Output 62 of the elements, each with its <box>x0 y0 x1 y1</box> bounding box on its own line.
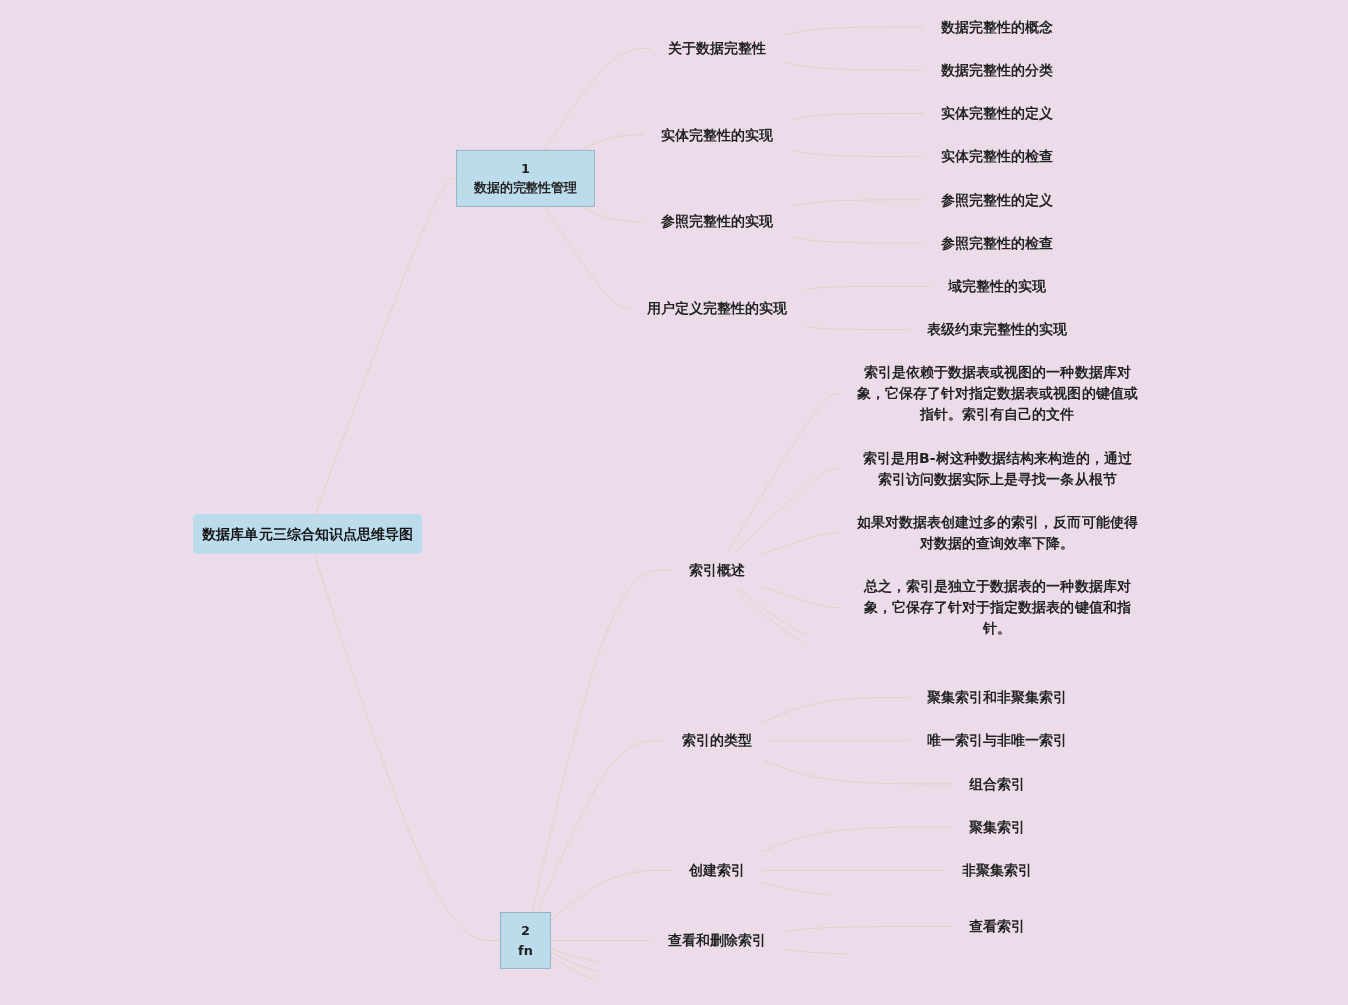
connector-line <box>761 532 840 554</box>
topic-box: 1 数据的完整性管理 <box>455 149 595 207</box>
connector-line <box>549 939 651 941</box>
topic-text: 参照完整性的检查 <box>940 234 1054 251</box>
topic-box: 数据库单元三综合知识点思维导图 <box>193 513 422 553</box>
connector-line <box>549 869 672 921</box>
connector-line <box>803 285 931 290</box>
topic-text: 聚集索引 <box>968 818 1026 835</box>
connector-line <box>761 585 840 608</box>
connector-line <box>580 205 644 222</box>
topic-text: 数据完整性的分类 <box>940 61 1054 78</box>
connector-line <box>761 881 831 895</box>
connector-line <box>531 569 672 913</box>
topic-text: 表级约束完整性的实现 <box>926 320 1068 338</box>
topic-text: 唯一索引与非唯一索引 <box>926 732 1068 749</box>
connector-line <box>782 61 924 70</box>
connector-line <box>789 199 924 207</box>
connector-line <box>782 925 952 932</box>
topic-text: 查看和删除索引 <box>667 931 766 949</box>
connector-line <box>789 112 924 120</box>
topic-text: 组合索引 <box>968 775 1026 792</box>
connector-line <box>761 826 952 852</box>
topic-text: 实体完整性的实现 <box>660 126 773 143</box>
connector-line <box>736 467 840 551</box>
topic-text: 参照完整性的实现 <box>660 212 773 230</box>
connector-line <box>543 47 651 150</box>
connector-line <box>763 696 910 722</box>
topic-text: 索引是用B-树这种数据结构来构造的，通过索引访问数据实际上是寻找一条从根节 <box>862 449 1132 487</box>
topic-text: 实体完整性的检查 <box>940 147 1054 165</box>
topic-text: 用户定义完整性的实现 <box>646 299 787 316</box>
topic-text: 创建索引 <box>688 861 745 879</box>
topic-box: 2 fn <box>499 911 551 969</box>
connector-line <box>313 552 501 941</box>
topic-text: 聚集索引和非聚集索引 <box>926 688 1068 706</box>
connector-line <box>739 588 808 635</box>
connector-line <box>727 392 840 551</box>
topic-text: 总之，索引是独立于数据表的一种数据库对象，它保存了针对于指定数据表的键值和指针。 <box>863 577 1131 637</box>
topic-text: 索引概述 <box>688 561 745 578</box>
connector-line <box>763 759 952 784</box>
topic-text: 实体完整性的定义 <box>940 104 1054 122</box>
topic-text: 索引是依赖于数据表或视图的一种数据库对象，它保存了针对指定数据表或视图的键值或指针。索引有自己的文件 <box>856 364 1138 423</box>
topic-text: 关于数据完整性 <box>667 39 766 57</box>
topic-text: 域完整性的实现 <box>947 277 1047 294</box>
topic-text: 参照完整性的定义 <box>940 191 1054 208</box>
topic-text: 非聚集索引 <box>961 861 1033 879</box>
connector-line <box>549 947 598 962</box>
connector-line <box>782 948 847 954</box>
connector-line <box>789 235 924 243</box>
topic-text: 索引的类型 <box>681 732 752 749</box>
connector-line <box>314 177 457 515</box>
topic-text: 查看索引 <box>968 917 1026 935</box>
connector-line <box>782 26 924 35</box>
topic-text: 如果对数据表创建过多的索引，反而可能使得对数据的查询效率下降。 <box>856 513 1138 551</box>
connector-line <box>803 325 910 330</box>
connector-line <box>549 955 596 981</box>
connector-line <box>549 951 597 972</box>
connector-line <box>543 205 630 308</box>
topic-text: 数据完整性的概念 <box>940 18 1054 35</box>
connector-line <box>736 588 803 642</box>
connector-line <box>761 869 945 871</box>
connector-line <box>536 739 665 913</box>
connector-line <box>789 149 924 157</box>
